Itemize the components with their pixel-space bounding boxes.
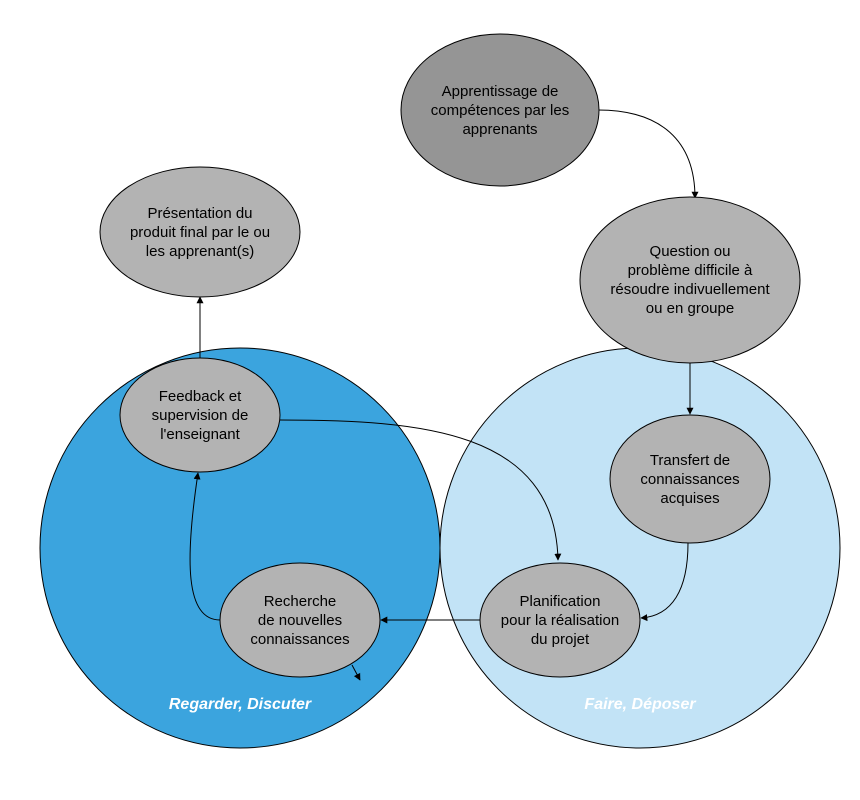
node-presentation	[99, 166, 301, 298]
node-question	[579, 196, 801, 364]
edge-feedback-to-planification	[279, 419, 562, 561]
node-label-planification: Planification pour la réalisation du pro…	[500, 592, 620, 648]
edge-apprentissage-to-question	[597, 109, 699, 199]
zone-label-right: Faire, Déposer	[584, 696, 696, 713]
node-label-apprentissage: Apprentissage de compétences par les app…	[430, 82, 570, 138]
zone-label-left: Regarder, Discuter	[168, 696, 312, 713]
edge-transfert-to-planification	[640, 542, 689, 622]
node-apprentissage	[400, 33, 600, 187]
node-label-feedback: Feedback et supervision de l'enseignant	[151, 387, 249, 443]
node-label-question: Question ou problème difficile à résoudr…	[610, 243, 770, 317]
node-recherche	[219, 562, 381, 678]
zone-circle-right	[439, 347, 841, 749]
node-planification	[479, 562, 641, 678]
node-label-transfert: Transfert de connaissances acquises	[640, 451, 740, 507]
node-label-presentation: Présentation du produit final par le ou …	[129, 204, 271, 260]
node-label-recherche: Recherche de nouvelles connaissances	[250, 592, 350, 648]
edge-loop-marker	[351, 664, 361, 681]
node-transfert	[609, 414, 771, 544]
edge-recherche-to-feedback	[189, 472, 221, 621]
node-feedback	[119, 357, 281, 473]
